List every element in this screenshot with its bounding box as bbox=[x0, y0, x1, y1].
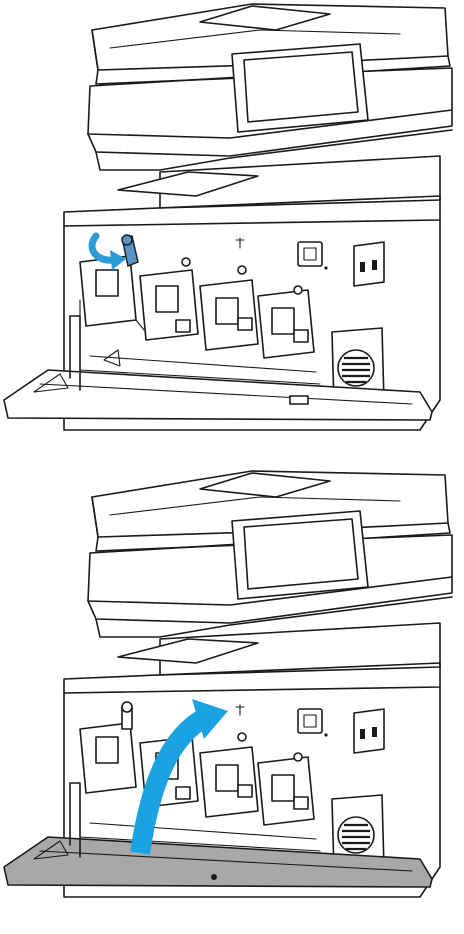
power-connector bbox=[354, 242, 384, 286]
control-panel bbox=[88, 44, 452, 156]
paper-stack bbox=[118, 172, 258, 196]
fan-vent-icon bbox=[338, 350, 374, 386]
fan-vent-icon bbox=[338, 817, 374, 853]
toner-cartridge-1 bbox=[80, 702, 136, 793]
toner-cartridge-3 bbox=[200, 733, 258, 817]
step-2-illustration bbox=[0, 467, 464, 934]
touchscreen-display bbox=[244, 52, 358, 122]
toner-cartridge-3 bbox=[200, 266, 258, 350]
control-panel bbox=[88, 511, 452, 623]
toner-cartridge-4 bbox=[258, 753, 314, 825]
usb-port-icon bbox=[298, 242, 322, 266]
step-1-illustration bbox=[0, 0, 464, 467]
printer-drawing-step-1 bbox=[0, 0, 464, 467]
usb-port-icon bbox=[298, 709, 322, 733]
toner-cartridge-2 bbox=[140, 258, 198, 340]
toner-cartridge-4 bbox=[258, 286, 314, 358]
printer-drawing-step-2 bbox=[0, 467, 464, 934]
